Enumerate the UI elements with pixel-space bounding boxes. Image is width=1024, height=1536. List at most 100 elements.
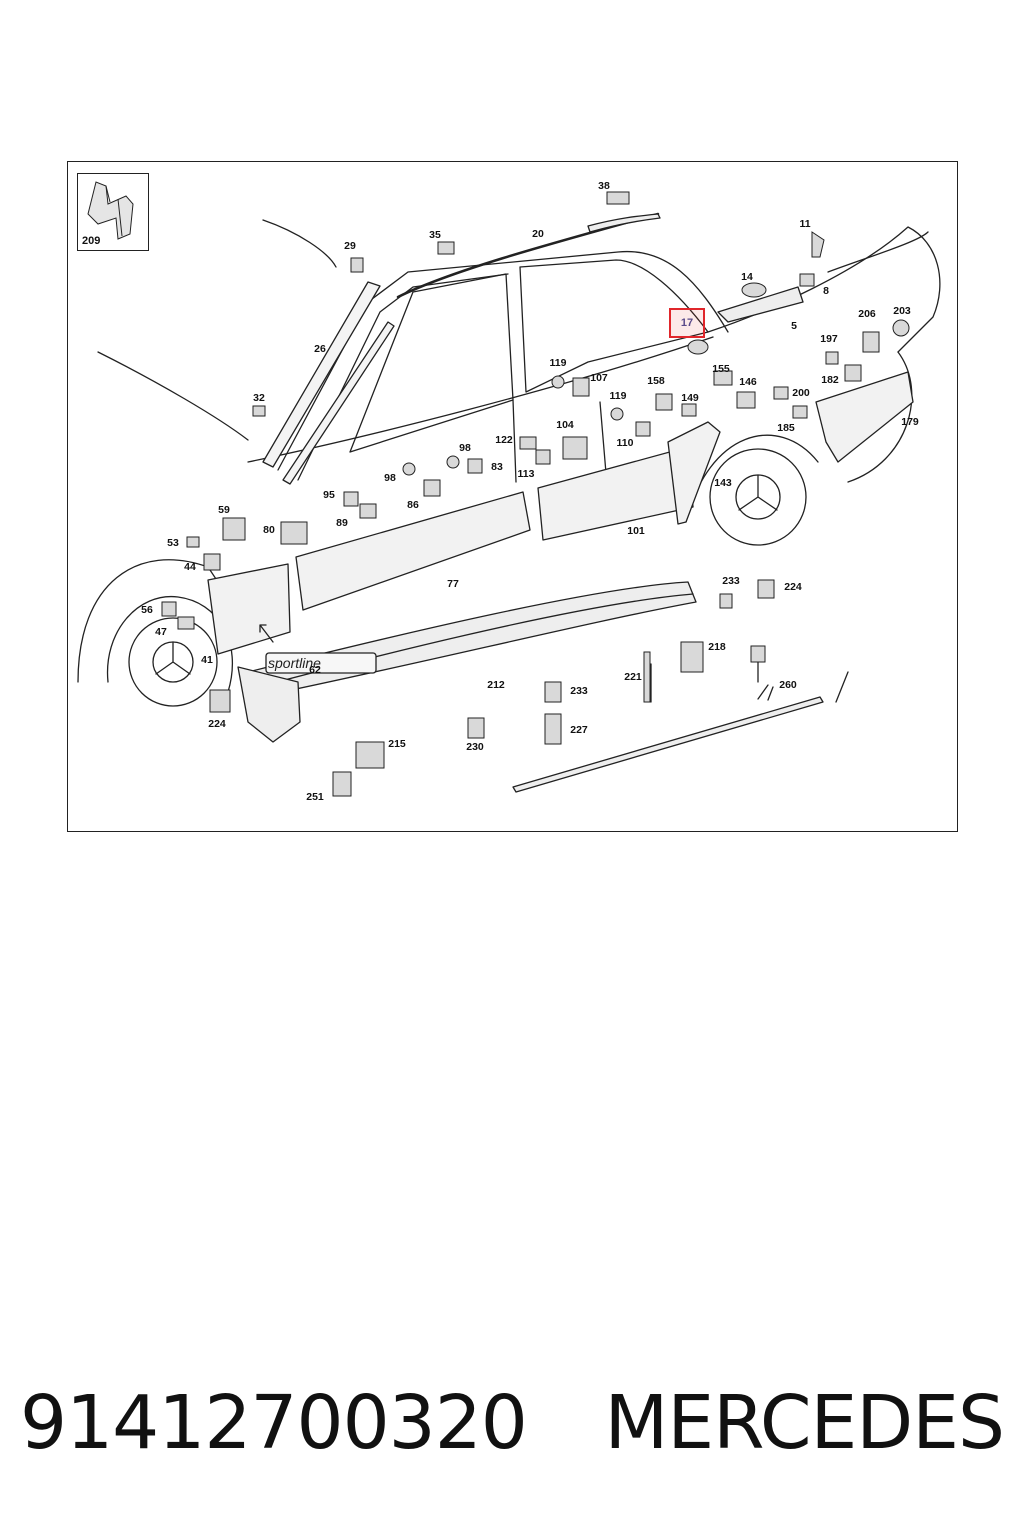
clip-98b: [402, 462, 416, 476]
part-number: 91412700320: [20, 1380, 528, 1466]
inset-number: 209: [82, 235, 101, 247]
callout-122[interactable]: 122: [495, 433, 513, 446]
parts-diagram-frame: sportline 209 38 11 29 35 20 14 8 5 206 203 26 197 1…: [67, 161, 958, 832]
callout-35[interactable]: 35: [429, 228, 441, 241]
clip-110: [635, 421, 651, 437]
clip-119b: [610, 407, 624, 421]
clip-98a: [446, 455, 460, 469]
callout-98a[interactable]: 98: [459, 441, 471, 454]
clip-182: [844, 364, 862, 382]
clip-200: [773, 386, 789, 400]
screw-17: [687, 339, 709, 355]
callout-98b[interactable]: 98: [384, 471, 396, 484]
inset-part-drawing: [87, 181, 134, 240]
clip-119a: [551, 375, 565, 389]
clip-206: [862, 331, 880, 353]
clip-230: [467, 717, 485, 739]
callout-182[interactable]: 182: [821, 373, 839, 386]
callout-233b[interactable]: 233: [570, 684, 588, 697]
callout-206[interactable]: 206: [858, 307, 876, 320]
callout-224a[interactable]: 224: [784, 580, 802, 593]
callout-179[interactable]: 179: [901, 415, 919, 428]
callout-200[interactable]: 200: [792, 386, 810, 399]
highlighted-part-number: 17: [680, 317, 694, 329]
clip-8: [799, 273, 815, 287]
callout-149[interactable]: 149: [681, 391, 699, 404]
callout-95[interactable]: 95: [323, 488, 335, 501]
clip-104: [562, 436, 588, 460]
clip-251: [332, 771, 352, 797]
clip-107: [572, 377, 590, 397]
callout-221[interactable]: 221: [624, 670, 642, 683]
callout-218[interactable]: 218: [708, 640, 726, 653]
callout-47[interactable]: 47: [155, 625, 167, 638]
callout-77[interactable]: 77: [447, 577, 459, 590]
callout-104[interactable]: 104: [556, 418, 574, 431]
clip-260: [750, 645, 766, 663]
rod-221: [643, 651, 651, 703]
callout-197[interactable]: 197: [820, 332, 838, 345]
callout-11[interactable]: 11: [799, 217, 811, 230]
callout-233a[interactable]: 233: [722, 574, 740, 587]
callout-155[interactable]: 155: [712, 362, 730, 375]
clip-113: [535, 449, 551, 465]
callout-146[interactable]: 146: [739, 375, 757, 388]
bolt-227: [544, 713, 562, 745]
car-side-parts-diagram: sportline: [77, 191, 941, 797]
callout-56[interactable]: 56: [141, 603, 153, 616]
callout-38[interactable]: 38: [598, 179, 610, 192]
callout-32[interactable]: 32: [253, 391, 265, 404]
callout-119a[interactable]: 119: [549, 356, 567, 369]
clip-59: [222, 517, 246, 541]
callout-260[interactable]: 260: [779, 678, 797, 691]
callout-44[interactable]: 44: [184, 560, 196, 573]
brand-name: MERCEDES: [604, 1380, 1005, 1466]
clip-53: [186, 536, 200, 548]
clip-233b: [544, 681, 562, 703]
callout-86[interactable]: 86: [407, 498, 419, 511]
bolt-224b: [209, 689, 231, 713]
callout-203[interactable]: 203: [893, 304, 911, 317]
callout-230[interactable]: 230: [466, 740, 484, 753]
callout-5[interactable]: 5: [791, 319, 797, 332]
callout-227[interactable]: 227: [570, 723, 588, 736]
callout-62[interactable]: 62: [309, 663, 321, 676]
clip-38: [606, 191, 630, 205]
callout-215[interactable]: 215: [388, 737, 406, 750]
clip-11: [811, 231, 825, 258]
callout-119b[interactable]: 119: [609, 389, 627, 402]
callout-8[interactable]: 8: [823, 284, 829, 297]
callout-59[interactable]: 59: [218, 503, 230, 516]
callout-14[interactable]: 14: [741, 270, 753, 283]
clip-146: [736, 391, 756, 409]
callout-224b[interactable]: 224: [208, 717, 226, 730]
callout-29[interactable]: 29: [344, 239, 356, 252]
callout-41[interactable]: 41: [201, 653, 213, 666]
callout-143[interactable]: 143: [714, 476, 732, 489]
clip-218: [680, 641, 704, 673]
hood-line: [97, 351, 249, 441]
callout-251[interactable]: 251: [306, 790, 324, 803]
callout-53[interactable]: 53: [167, 536, 179, 549]
callout-158[interactable]: 158: [647, 374, 665, 387]
highlighted-part-box[interactable]: 17: [669, 308, 705, 338]
callout-185[interactable]: 185: [777, 421, 795, 434]
clip-44: [203, 553, 221, 571]
callout-110[interactable]: 110: [616, 436, 634, 449]
callout-83[interactable]: 83: [491, 460, 503, 473]
sportline-badge: sportline: [268, 655, 321, 671]
callout-113[interactable]: 113: [517, 467, 535, 480]
callout-20[interactable]: 20: [532, 227, 544, 240]
clip-89: [359, 503, 377, 519]
clip-56: [161, 601, 177, 617]
clip-29: [350, 257, 364, 273]
callout-212[interactable]: 212: [487, 678, 505, 691]
callout-101[interactable]: 101: [627, 524, 645, 537]
callout-89[interactable]: 89: [336, 516, 348, 529]
callout-107[interactable]: 107: [590, 371, 608, 384]
clip-80: [280, 521, 308, 545]
callout-80[interactable]: 80: [263, 523, 275, 536]
clip-86: [423, 479, 441, 497]
callout-26[interactable]: 26: [314, 342, 326, 355]
clip-95: [343, 491, 359, 507]
